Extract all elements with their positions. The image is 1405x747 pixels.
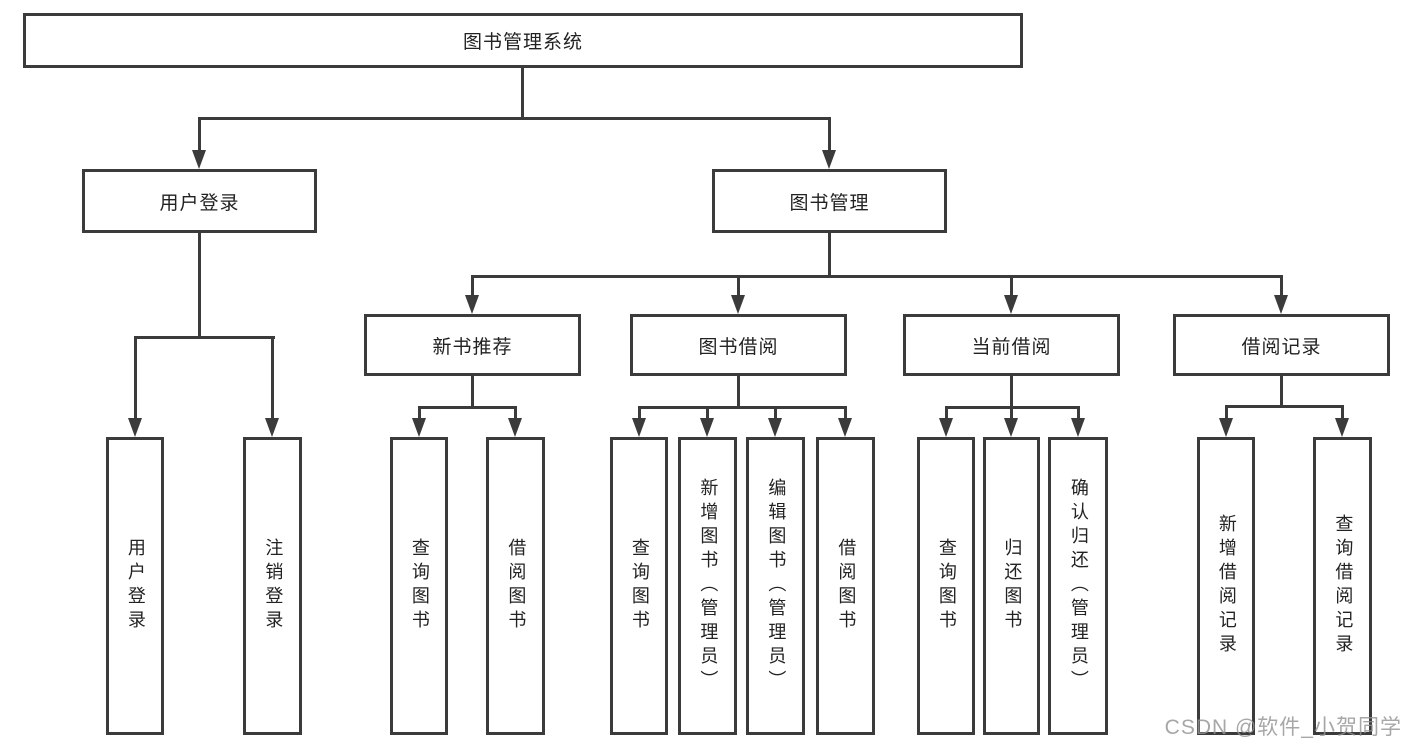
leaf-query-books-current: 查询图书 bbox=[917, 437, 975, 735]
connector-leaf bbox=[1225, 405, 1228, 420]
leaf-label: 借阅图书 bbox=[836, 538, 857, 634]
connector-user-login-stem bbox=[198, 231, 201, 338]
arrow-down-icon bbox=[632, 418, 646, 437]
connector-book-management-branch bbox=[471, 275, 1283, 278]
connector-book-borrow-branch bbox=[638, 406, 847, 409]
arrow-down-icon bbox=[412, 418, 426, 437]
leaf-label: 查询图书 bbox=[936, 538, 957, 634]
leaf-label: 新增借阅记录 bbox=[1216, 514, 1237, 658]
connector-leaf bbox=[945, 406, 948, 420]
connector-leaf bbox=[514, 406, 517, 420]
leaf-label: 用户登录 bbox=[125, 538, 146, 634]
connector-leaf bbox=[706, 406, 709, 420]
arrow-down-icon bbox=[1004, 295, 1018, 314]
arrow-down-icon bbox=[128, 418, 142, 437]
node-book-management: 图书管理 bbox=[712, 169, 947, 233]
csdn-watermark: CSDN @软件_小贺同学 bbox=[1164, 716, 1402, 739]
leaf-label: 确认归还（管理员） bbox=[1068, 478, 1089, 694]
arrow-down-icon bbox=[1274, 295, 1288, 314]
connector-user-login-branch bbox=[134, 336, 275, 339]
connector-new-book-stem bbox=[471, 374, 474, 409]
leaf-query-borrow-record: 查询借阅记录 bbox=[1313, 437, 1372, 735]
leaf-user-login: 用户登录 bbox=[106, 437, 164, 735]
connector-to-user-login bbox=[198, 117, 201, 151]
connector-borrow-records-branch bbox=[1225, 405, 1344, 408]
leaf-edit-book-admin: 编辑图书（管理员） bbox=[746, 437, 805, 735]
node-current-borrow: 当前借阅 bbox=[903, 314, 1120, 376]
connector-to-current-borrow bbox=[1010, 275, 1013, 297]
arrow-down-icon bbox=[465, 295, 479, 314]
node-label: 新书推荐 bbox=[432, 336, 513, 358]
arrow-down-icon bbox=[700, 418, 714, 437]
node-label: 图书管理 bbox=[789, 192, 870, 214]
node-label: 当前借阅 bbox=[971, 336, 1052, 358]
connector-new-book-branch bbox=[418, 406, 517, 409]
connector-leaf bbox=[1341, 405, 1344, 420]
node-library-management-system: 图书管理系统 bbox=[23, 13, 1023, 68]
leaf-label: 注销登录 bbox=[263, 538, 284, 634]
connector-borrow-records-stem bbox=[1280, 374, 1283, 407]
connector-book-management-stem bbox=[828, 231, 831, 278]
node-label: 图书借阅 bbox=[698, 336, 779, 358]
connector-to-leaf-logout bbox=[271, 336, 274, 418]
arrow-down-icon bbox=[731, 295, 745, 314]
arrow-down-icon bbox=[768, 418, 782, 437]
connector-to-book-management bbox=[828, 117, 831, 151]
node-borrow-records: 借阅记录 bbox=[1173, 314, 1390, 376]
leaf-query-books-recommend: 查询图书 bbox=[390, 437, 448, 735]
connector-root-stem bbox=[521, 66, 524, 118]
connector-leaf bbox=[418, 406, 421, 420]
leaf-label: 新增图书（管理员） bbox=[698, 478, 719, 694]
arrow-down-icon bbox=[508, 418, 522, 437]
leaf-label: 归还图书 bbox=[1002, 538, 1023, 634]
arrow-down-icon bbox=[822, 150, 836, 169]
arrow-down-icon bbox=[1335, 418, 1349, 437]
connector-leaf bbox=[638, 406, 641, 420]
leaf-label: 编辑图书（管理员） bbox=[766, 478, 787, 694]
leaf-label: 查询借阅记录 bbox=[1333, 514, 1354, 658]
connector-to-book-borrow bbox=[737, 275, 740, 297]
node-new-book-recommend: 新书推荐 bbox=[364, 314, 581, 376]
leaf-return-book: 归还图书 bbox=[983, 437, 1040, 735]
arrow-down-icon bbox=[192, 150, 206, 169]
leaf-label: 查询图书 bbox=[409, 538, 430, 634]
leaf-add-book-admin: 新增图书（管理员） bbox=[678, 437, 737, 735]
connector-book-borrow-stem bbox=[737, 374, 740, 409]
connector-to-borrow-records bbox=[1280, 275, 1283, 297]
arrow-down-icon bbox=[1004, 418, 1018, 437]
arrow-down-icon bbox=[1219, 418, 1233, 437]
node-label: 用户登录 bbox=[159, 192, 240, 214]
leaf-logout: 注销登录 bbox=[243, 437, 302, 735]
connector-leaf bbox=[1077, 406, 1080, 420]
connector-to-new-book bbox=[471, 275, 474, 297]
connector-to-leaf-user-login bbox=[134, 336, 137, 418]
node-label: 图书管理系统 bbox=[462, 32, 583, 53]
arrow-down-icon bbox=[265, 418, 279, 437]
leaf-borrow-books-recommend: 借阅图书 bbox=[486, 437, 545, 735]
leaf-label: 查询图书 bbox=[629, 538, 650, 634]
connector-leaf bbox=[774, 406, 777, 420]
node-user-login: 用户登录 bbox=[82, 169, 317, 233]
leaf-borrow-books: 借阅图书 bbox=[816, 437, 875, 735]
arrow-down-icon bbox=[1071, 418, 1085, 437]
arrow-down-icon bbox=[939, 418, 953, 437]
leaf-add-borrow-record: 新增借阅记录 bbox=[1197, 437, 1255, 735]
connector-leaf bbox=[1010, 406, 1013, 420]
leaf-confirm-return-admin: 确认归还（管理员） bbox=[1048, 437, 1108, 735]
leaf-label: 借阅图书 bbox=[506, 538, 527, 634]
arrow-down-icon bbox=[838, 418, 852, 437]
leaf-query-books-borrow: 查询图书 bbox=[610, 437, 668, 735]
connector-current-borrow-stem bbox=[1010, 374, 1013, 409]
node-label: 借阅记录 bbox=[1241, 336, 1322, 358]
connector-leaf bbox=[844, 406, 847, 420]
connector-root-branch bbox=[198, 117, 831, 120]
node-book-borrow: 图书借阅 bbox=[630, 314, 847, 376]
